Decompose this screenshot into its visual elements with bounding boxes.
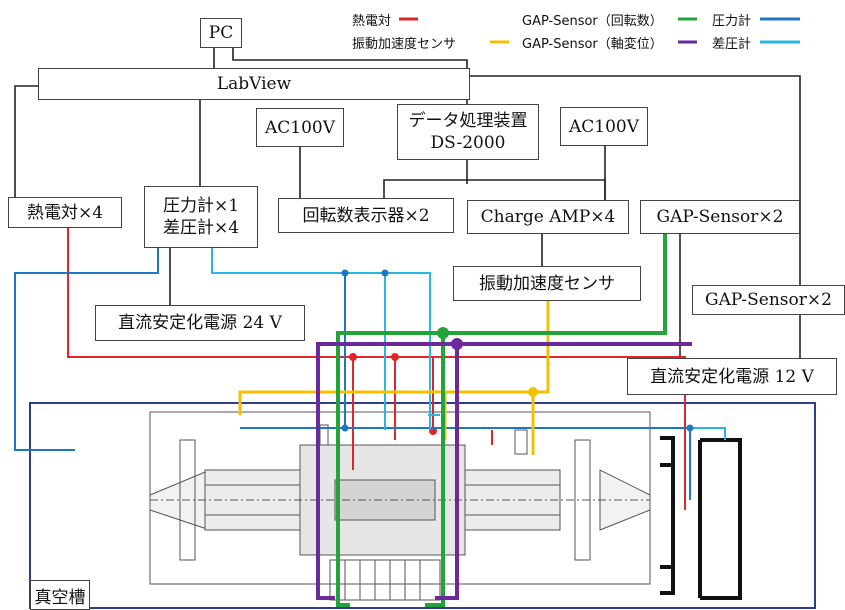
pressure-gauge-line: 圧力計×1 <box>162 196 240 216</box>
legend-pressure: 圧力計 <box>712 14 752 29</box>
legend-swatches <box>399 17 800 44</box>
gap-axial-lines <box>316 342 692 600</box>
ac100v-box-1: AC100V <box>256 108 344 147</box>
charge-amp-box: Charge AMP×4 <box>467 200 629 234</box>
gap-sensor-box-1: GAP-Sensor×2 <box>640 200 800 234</box>
thermocouple-junctions <box>349 353 437 435</box>
vibration-junction <box>528 387 538 397</box>
vacuum-chamber-label: 真空槽 <box>30 580 90 610</box>
legend-thermocouple: 熱電対 <box>352 14 392 29</box>
dc-power-12v-box: 直流安定化電源 12 V <box>627 358 837 395</box>
legend-gap-axial: GAP-Sensor（軸変位） <box>522 37 663 52</box>
gap-sensor-box-2: GAP-Sensor×2 <box>692 285 845 315</box>
legend-diff-pressure: 差圧計 <box>712 37 752 52</box>
gap-rotation-junction <box>437 327 449 339</box>
thermocouple-box: 熱電対×4 <box>8 197 122 228</box>
pressure-junctions <box>341 269 694 432</box>
labview-box: LabView <box>38 68 470 100</box>
pc-box: PC <box>200 18 242 48</box>
gap-rotation-lines <box>336 234 667 607</box>
gap-axial-junction <box>451 338 463 350</box>
turbomachine-drawing <box>149 411 651 601</box>
legend-gap-rotation: GAP-Sensor（回転数） <box>522 14 663 29</box>
vacuum-chamber-outline <box>29 402 816 609</box>
vibration-sensor-box: 振動加速度センサ <box>453 266 641 301</box>
thermocouple-lines <box>67 228 686 510</box>
bracket-piping <box>660 436 742 600</box>
diff-pressure-gauge-line: 差圧計×4 <box>162 218 240 238</box>
dc-power-24v-box: 直流安定化電源 24 V <box>95 305 305 341</box>
data-processor-line2: DS-2000 <box>430 133 506 153</box>
rpm-display-box: 回転数表示器×2 <box>278 198 454 233</box>
legend-vibration: 振動加速度センサ <box>352 37 457 52</box>
diff-pressure-lines <box>211 248 726 440</box>
data-processor-line1: データ処理装置 <box>408 111 528 131</box>
ac100v-box-2: AC100V <box>560 107 648 146</box>
